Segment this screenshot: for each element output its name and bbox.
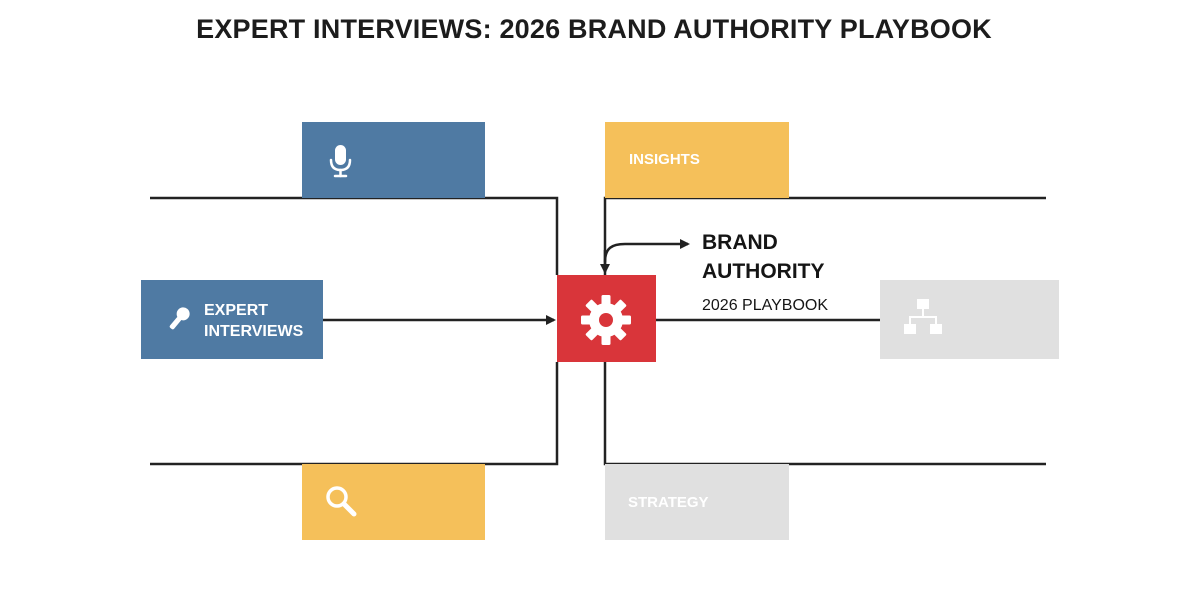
brand-authority-callout: BRAND AUTHORITY 2026 PLAYBOOK bbox=[702, 231, 828, 314]
search-icon bbox=[326, 486, 357, 517]
page-title: EXPERT INTERVIEWS: 2026 BRAND AUTHORITY … bbox=[196, 14, 992, 44]
connector-top-left bbox=[150, 196, 559, 275]
bottom-left-box bbox=[302, 464, 485, 540]
expert-interviews-box: EXPERT INTERVIEWS bbox=[141, 280, 323, 359]
callout-title-line1: BRAND bbox=[702, 231, 778, 254]
callout-title-line2: AUTHORITY bbox=[702, 260, 825, 283]
connector-bottom-right bbox=[603, 362, 1046, 466]
connector-bottom-left bbox=[150, 362, 559, 466]
callout-subtitle: 2026 PLAYBOOK bbox=[702, 297, 828, 314]
center-hub-box bbox=[557, 275, 656, 362]
hierarchy-box bbox=[880, 280, 1059, 359]
connector-top-right bbox=[603, 196, 1046, 275]
microphone-icon bbox=[169, 307, 190, 330]
callout-curved-arrow-out bbox=[603, 239, 690, 263]
expert-interviews-label-line2: INTERVIEWS bbox=[204, 323, 304, 340]
microphone-icon bbox=[329, 145, 352, 178]
gear-icon bbox=[581, 295, 631, 345]
expert-interviews-label-line1: EXPERT bbox=[204, 302, 268, 319]
insights-label: INSIGHTS bbox=[629, 151, 700, 168]
strategy-box: STRATEGY bbox=[605, 464, 789, 540]
top-left-box bbox=[302, 122, 485, 198]
insights-box: INSIGHTS bbox=[605, 122, 789, 198]
hierarchy-icon bbox=[904, 299, 942, 334]
strategy-label: STRATEGY bbox=[628, 494, 709, 511]
